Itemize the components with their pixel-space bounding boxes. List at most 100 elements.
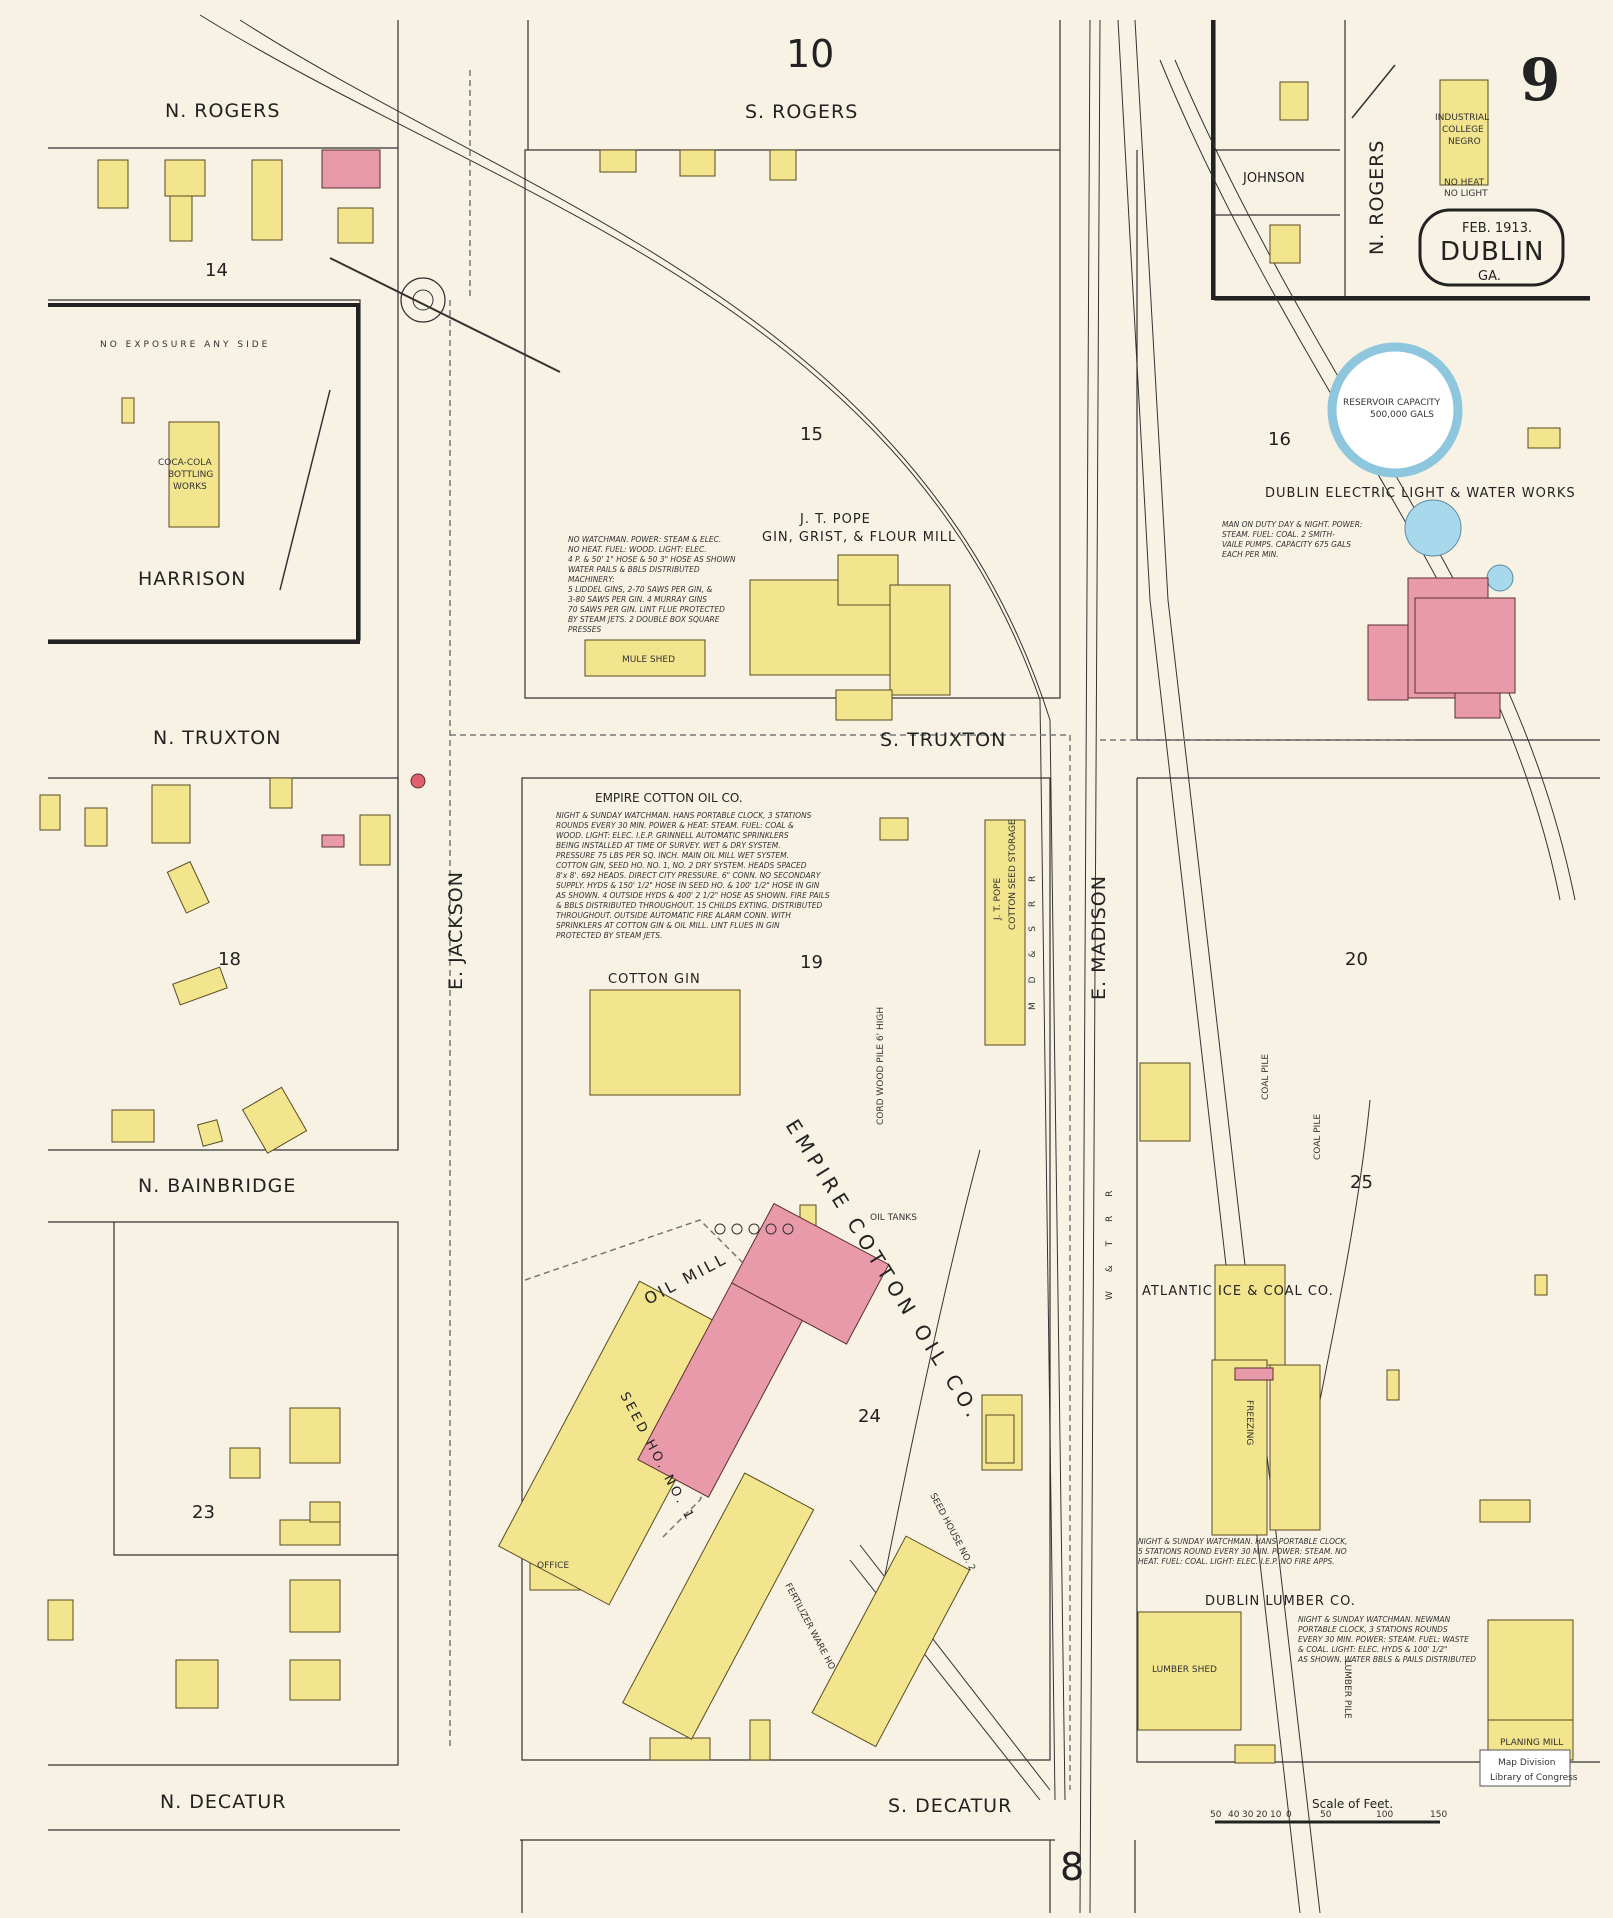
coca-cola-label: WORKS [173, 482, 207, 492]
block-number: 23 [192, 1502, 215, 1523]
industrial-college-line: COLLEGE [1442, 125, 1484, 135]
block-number: 24 [858, 1406, 881, 1427]
scale-bar: Scale of Feet. 50 40 30 20 10 0 50 100 1… [1210, 1797, 1447, 1820]
mule-shed-label: MULE SHED [622, 655, 675, 665]
pope-storage-label: COTTON SEED STORAGE [1008, 819, 1018, 930]
street-s-rogers: S. ROGERS [745, 101, 858, 123]
note-line: STEAM. FUEL: COAL. 2 SMITH- [1222, 530, 1335, 539]
electric-works-label: DUBLIN ELECTRIC LIGHT & WATER WORKS [1265, 486, 1576, 501]
note-line: WATER PAILS & BBLS DISTRIBUTED [568, 565, 700, 574]
industrial-college-note: NO HEAT [1444, 178, 1485, 188]
note-line: 8'x 8'. 692 HEADS. DIRECT CITY PRESSURE.… [556, 871, 822, 880]
lumber-pile-label: LUMBER PILE [1342, 1660, 1352, 1719]
water-pipes [449, 70, 1415, 1790]
note-line: SPRINKLERS AT COTTON GIN & OIL MILL. LIN… [556, 921, 780, 930]
street-n-decatur: N. DECATUR [160, 1791, 286, 1813]
note-line: BEING INSTALLED AT TIME OF SURVEY. WET &… [556, 841, 781, 850]
stamp-line: Map Division [1498, 1758, 1556, 1768]
note-line: NIGHT & SUNDAY WATCHMAN. HANS PORTABLE C… [556, 811, 812, 820]
note-line: PRESSES [568, 625, 601, 634]
stamp-line: Library of Congress [1490, 1773, 1578, 1783]
street-e-jackson: E. JACKSON [445, 871, 467, 990]
note-line: SUPPLY. HYDS & 150' 1/2" HOSE IN SEED HO… [556, 881, 820, 890]
planing-mill-label: PLANING MILL [1500, 1738, 1563, 1748]
railroad-label: M D & S R R [1028, 868, 1038, 1010]
note-line: NO WATCHMAN. POWER: STEAM & ELEC. [568, 535, 721, 544]
cord-wood-label: CORD WOOD PILE 6' HIGH [876, 1007, 886, 1125]
industrial-college-note: NO LIGHT [1444, 189, 1488, 199]
pope-note: NO WATCHMAN. POWER: STEAM & ELEC. NO HEA… [568, 535, 736, 634]
note-line: & BBLS DISTRIBUTED THROUGHOUT. 15 CHILDS… [556, 901, 823, 910]
note-line: 5 STATIONS ROUND EVERY 30 MIN. POWER: ST… [1138, 1547, 1347, 1556]
note-line: MAN ON DUTY DAY & NIGHT. POWER: [1222, 520, 1362, 529]
note-line: 3-80 SAWS PER GIN. 4 MURRAY GINS [568, 595, 707, 604]
note-line: EACH PER MIN. [1222, 550, 1279, 559]
atlantic-ice-label: ATLANTIC ICE & COAL CO. [1142, 1284, 1334, 1299]
note-line: 4 P. & 50' 1" HOSE & 50 3" HOSE AS SHOWN [568, 555, 736, 564]
block-number: 15 [800, 424, 823, 445]
pope-storage-label: J. T. POPE [993, 878, 1003, 921]
note-line: THROUGHOUT. OUTSIDE AUTOMATIC FIRE ALARM… [556, 911, 791, 920]
note-line: WOOD. LIGHT: ELEC. I.E.P. GRINNELL AUTOM… [556, 831, 789, 840]
reservoir-label: 500,000 GALS [1370, 410, 1434, 420]
map-date: FEB. 1913. [1462, 221, 1532, 236]
reservoir-label: RESERVOIR CAPACITY [1343, 398, 1441, 408]
scale-tick: 10 [1270, 1810, 1282, 1820]
street-harrison: HARRISON [138, 568, 247, 590]
note-line: AS SHOWN. WATER BBLS & PAILS DISTRIBUTED [1297, 1655, 1476, 1664]
street-n-rogers-vertical: N. ROGERS [1366, 140, 1388, 255]
industrial-college-line: INDUSTRIAL [1435, 113, 1489, 123]
sheet-number: 9 [1520, 46, 1560, 114]
adjacent-sheet-bottom: 8 [1060, 1845, 1084, 1889]
block-number: 19 [800, 952, 823, 973]
street-n-truxton: N. TRUXTON [153, 727, 281, 749]
adjacent-sheet-top: 10 [786, 32, 834, 76]
atlantic-note: NIGHT & SUNDAY WATCHMAN. HANS PORTABLE C… [1138, 1537, 1348, 1566]
note-line: COTTON GIN, SEED HO. NO. 1, NO. 2 DRY SY… [556, 861, 807, 870]
note-line: 70 SAWS PER GIN. LINT FLUE PROTECTED [568, 605, 725, 614]
scale-tick: 50 [1320, 1810, 1332, 1820]
railroad-lines [199, 14, 1576, 1914]
industrial-college-line: NEGRO [1448, 137, 1481, 147]
fertilizer-label: FERTILIZER WARE HO [782, 1582, 836, 1672]
note-line: NIGHT & SUNDAY WATCHMAN. NEWMAN [1298, 1615, 1451, 1624]
scale-tick: 0 [1286, 1810, 1292, 1820]
frame-buildings [39, 79, 1574, 1764]
note-line: MACHINERY: [568, 575, 615, 584]
street-s-decatur: S. DECATUR [888, 1795, 1012, 1817]
waterworks-note: MAN ON DUTY DAY & NIGHT. POWER: STEAM. F… [1222, 520, 1362, 559]
oil-mill-label: OIL MILL [641, 1249, 731, 1309]
library-stamp: Map Division Library of Congress [1490, 1758, 1578, 1783]
note-line: NO HEAT. FUEL: WOOD. LIGHT: ELEC. [568, 545, 707, 554]
note-line: 5 LIDDEL GINS, 2-70 SAWS PER GIN, & [568, 585, 713, 594]
cotton-gin-label: COTTON GIN [608, 972, 701, 987]
pope-mill-label: J. T. POPE [799, 512, 871, 527]
scale-tick: 150 [1430, 1810, 1447, 1820]
no-exposure-note: NO EXPOSURE ANY SIDE [100, 340, 270, 350]
coal-pile-label: COAL PILE [1313, 1114, 1323, 1160]
street-n-rogers: N. ROGERS [165, 100, 280, 122]
scale-tick: 30 [1242, 1810, 1254, 1820]
scale-label: Scale of Feet. [1312, 1797, 1393, 1811]
note-line: AS SHOWN. 4 OUTSIDE HYDS & 400' 2 1/2" H… [555, 891, 830, 900]
note-line: PROTECTED BY STEAM JETS. [556, 931, 662, 940]
empire-title: EMPIRE COTTON OIL CO. [595, 791, 743, 805]
city-name: DUBLIN [1440, 237, 1545, 267]
scale-tick: 20 [1256, 1810, 1268, 1820]
coca-cola-label: BOTTLING [168, 470, 213, 480]
state-name: GA. [1478, 269, 1501, 284]
block-number: 25 [1350, 1172, 1373, 1193]
street-n-bainbridge: N. BAINBRIDGE [138, 1175, 296, 1197]
freezing-label: FREEZING [1244, 1400, 1254, 1445]
note-line: PORTABLE CLOCK, 3 STATIONS ROUNDS [1298, 1625, 1448, 1634]
empire-note: NIGHT & SUNDAY WATCHMAN. HANS PORTABLE C… [555, 811, 830, 940]
title-cartouche: FEB. 1913. DUBLIN GA. [1418, 208, 1565, 287]
scale-tick: 100 [1376, 1810, 1393, 1820]
coal-pile-label: COAL PILE [1261, 1054, 1271, 1100]
note-line: & COAL. LIGHT: ELEC. HYDS & 100' 1/2" [1298, 1645, 1447, 1654]
note-line: EVERY 30 MIN. POWER: STEAM. FUEL: WASTE [1298, 1635, 1469, 1644]
note-line: ROUNDS EVERY 30 MIN. POWER & HEAT: STEAM… [556, 821, 794, 830]
brick-buildings [321, 149, 1516, 1498]
